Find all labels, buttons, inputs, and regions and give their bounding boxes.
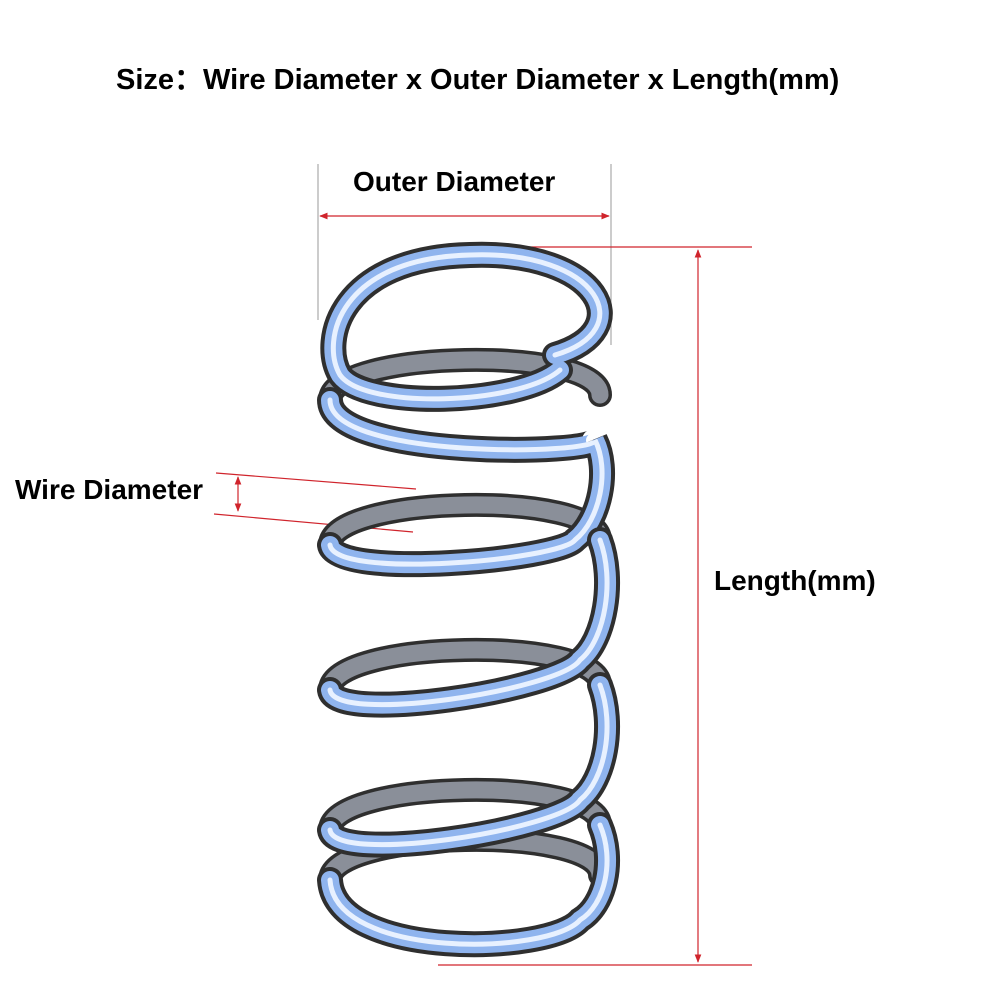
compression-spring — [317, 241, 621, 958]
page-title: Size：Wire Diameter x Outer Diameter x Le… — [116, 64, 840, 96]
spring-front-segments — [317, 387, 621, 958]
length-label: Length(mm) — [714, 565, 876, 596]
wire-diameter-dimension — [213, 472, 417, 533]
outer-diameter-label: Outer Diameter — [353, 166, 556, 197]
spring-top-coil — [320, 241, 613, 412]
wire-diameter-label: Wire Diameter — [15, 474, 204, 505]
length-dimension — [438, 246, 752, 966]
spring-back-segments — [318, 348, 612, 892]
